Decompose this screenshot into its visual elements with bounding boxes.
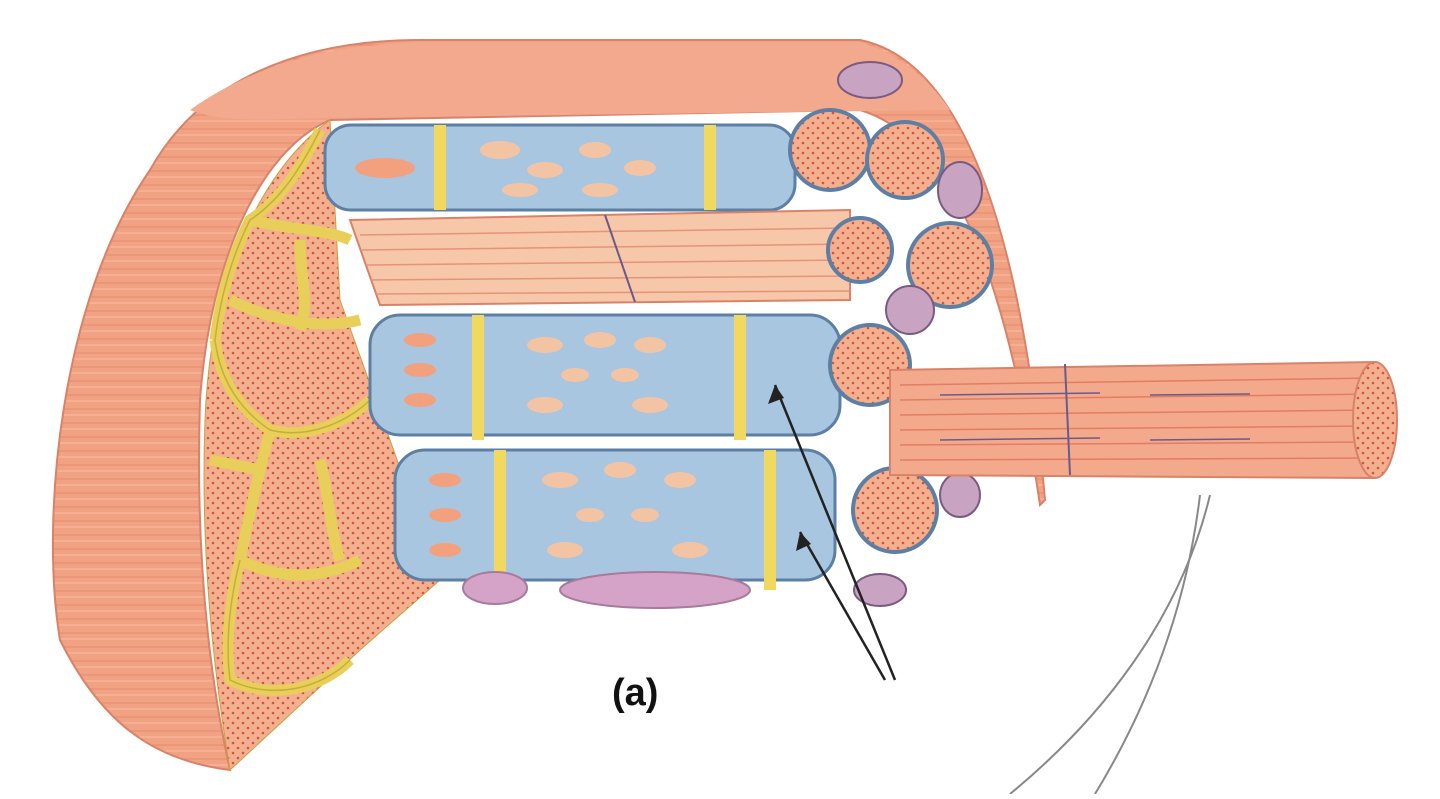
panel-label: (a) bbox=[612, 672, 659, 714]
t-tubule-top bbox=[434, 125, 716, 210]
arrowhead bbox=[768, 385, 784, 404]
sarcolemma-top bbox=[190, 42, 950, 120]
leader-lines bbox=[773, 384, 897, 681]
sarcolemma-outer bbox=[51, 39, 1047, 772]
myofibril-middle bbox=[348, 208, 851, 307]
connector-curves bbox=[1009, 494, 1211, 795]
cross-section-face bbox=[203, 119, 441, 771]
nucleus bbox=[462, 571, 528, 605]
myofibril-cross-sections bbox=[788, 108, 994, 554]
extended-myofibril bbox=[889, 360, 1398, 480]
arrowhead bbox=[796, 532, 811, 551]
sarcoplasmic-reticulum-top bbox=[323, 123, 797, 212]
mitochondria bbox=[837, 61, 983, 607]
nucleus bbox=[559, 571, 751, 609]
sarcoplasmic-reticulum-middle bbox=[368, 313, 842, 437]
